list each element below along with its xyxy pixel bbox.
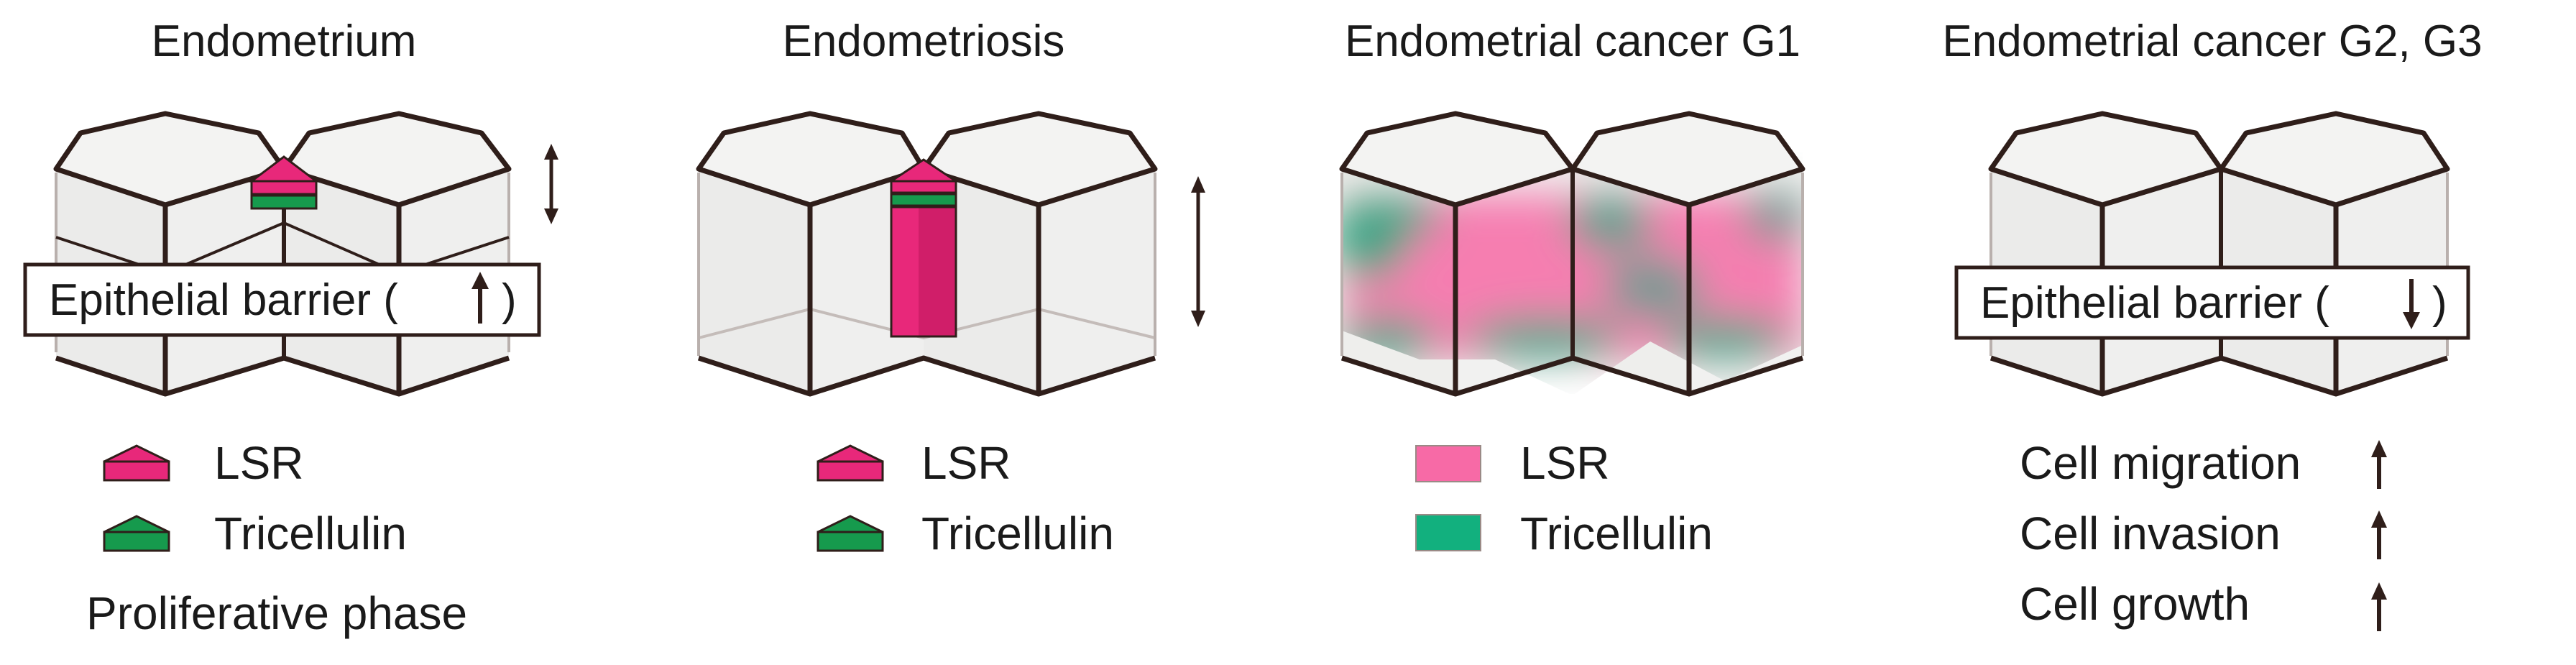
effects-list: Cell migration Cell invasion Cell growth — [2020, 437, 2387, 631]
tricellulin-marker — [250, 194, 318, 210]
legend-cancer-g1: LSR Tricellulin — [1415, 437, 1713, 559]
arrow-up-icon — [2371, 582, 2387, 631]
endometrium-cell-block — [53, 111, 512, 397]
effect-cell-growth: Cell growth — [2020, 578, 2250, 630]
epithelial-barrier-box-up: Epithelial barrier ( ) — [23, 262, 541, 337]
legend-lsr-label: LSR — [1520, 437, 1610, 489]
proliferative-phase-caption: Proliferative phase — [86, 587, 467, 639]
panel-title-endometrium: Endometrium — [152, 17, 417, 66]
lsr-column — [888, 158, 960, 338]
cancer-g2-g3-cell-block — [1988, 111, 2450, 397]
effect-cell-invasion: Cell invasion — [2020, 508, 2281, 559]
legend-endometriosis: LSR Tricellulin — [816, 437, 1114, 559]
epithelial-barrier-close: ) — [2432, 278, 2447, 328]
arrow-up-icon — [2371, 510, 2387, 559]
thickness-double-arrow — [544, 144, 558, 224]
lsr-marker-band — [250, 180, 318, 196]
lsr-legend-icon — [104, 444, 170, 463]
arrow-down-icon — [2403, 279, 2420, 329]
epithelial-barrier-close: ) — [502, 275, 517, 325]
legend-tricellulin-label: Tricellulin — [214, 508, 407, 559]
effect-cell-migration: Cell migration — [2020, 437, 2301, 489]
panel-title-cancer-g1: Endometrial cancer G1 — [1345, 17, 1800, 66]
legend-endometrium: LSR Tricellulin Proliferative phase — [86, 437, 467, 639]
epithelial-barrier-label: Epithelial barrier ( — [1980, 278, 2329, 328]
long-double-arrow — [1191, 176, 1205, 327]
legend-tricellulin-label: Tricellulin — [921, 508, 1114, 559]
arrow-up-icon — [472, 272, 489, 324]
panel-title-cancer-g2-g3: Endometrial cancer G2, G3 — [1942, 17, 2482, 66]
legend-lsr-label: LSR — [214, 437, 304, 489]
epithelial-barrier-box-down: Epithelial barrier ( ) — [1954, 265, 2470, 340]
tricellulin-legend-icon — [817, 515, 883, 533]
tricellulin-legend-swatch — [1415, 514, 1481, 551]
epithelial-barrier-label: Epithelial barrier ( — [49, 275, 398, 325]
lsr-legend-icon — [817, 444, 883, 463]
legend-lsr-label: LSR — [921, 437, 1011, 489]
arrow-up-icon — [2371, 440, 2387, 489]
legend-tricellulin-label: Tricellulin — [1520, 508, 1713, 559]
lsr-legend-swatch — [1415, 445, 1481, 482]
tricellulin-band — [890, 193, 957, 207]
tricellulin-legend-icon — [104, 515, 170, 533]
cancer-g1-cell-block — [1339, 111, 1806, 397]
panel-title-endometriosis: Endometriosis — [783, 17, 1065, 66]
